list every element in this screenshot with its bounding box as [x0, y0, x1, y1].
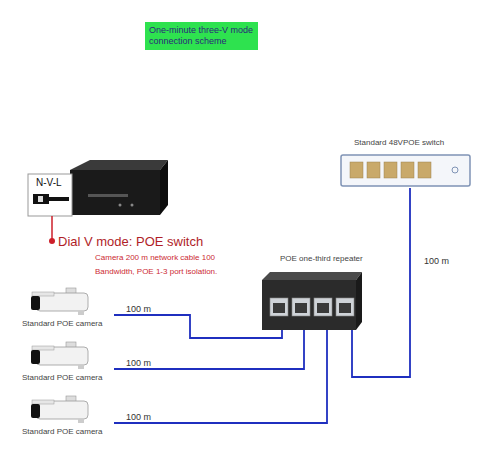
switch-port: [367, 162, 380, 178]
switch-node: Standard 48VPOE switch: [340, 136, 472, 188]
cable-length: 100 m: [126, 412, 151, 422]
switch-port: [384, 162, 397, 178]
cable-line: [114, 315, 282, 338]
camera-node: Standard POE camera: [22, 287, 114, 331]
dial-switch: [33, 194, 49, 204]
dial-knob: [38, 196, 43, 202]
switch-illustration: [340, 154, 472, 188]
cable-line: [114, 330, 327, 423]
camera-label: Standard POE camera: [22, 373, 102, 382]
camera-stem: [78, 419, 84, 423]
note-label: N-V-L: [36, 177, 62, 188]
switch-port: [418, 162, 431, 178]
repeater-front: [262, 280, 356, 330]
port-hole: [295, 303, 307, 313]
camera-stem: [78, 365, 84, 369]
port-hole: [339, 303, 351, 313]
device-label: Standard 48VPOE switch: [354, 138, 444, 147]
camera-hood: [32, 400, 54, 404]
port-hole: [317, 303, 329, 313]
camera-illustration: [28, 395, 98, 425]
device-led: [131, 204, 134, 207]
repeater-top: [262, 272, 362, 280]
repeater-side: [356, 272, 362, 330]
camera-node: Standard POE camera: [22, 395, 114, 439]
cable-length: 100 m: [424, 256, 449, 266]
ethernet-port: [270, 298, 288, 316]
device-side: [160, 160, 168, 215]
port-hole: [273, 303, 285, 313]
note-label: Camera 200 m network cable 100: [95, 253, 215, 262]
switch-port: [350, 162, 363, 178]
device-led: [119, 204, 122, 207]
inset-frame: [28, 174, 72, 216]
dial-lever: [49, 197, 69, 201]
cable-length: 100 m: [126, 358, 151, 368]
power-led: [452, 167, 458, 173]
camera-front: [31, 404, 40, 418]
camera-illustration: [28, 341, 98, 371]
leader-dot: [49, 238, 55, 244]
device-label: POE one-third repeater: [280, 254, 363, 263]
note-label: Dial V mode: POE switch: [58, 234, 203, 249]
camera-node: Standard POE camera: [22, 341, 114, 385]
camera-hood: [32, 292, 54, 296]
cable-length: 100 m: [126, 304, 151, 314]
ethernet-port: [292, 298, 310, 316]
cable-line: [114, 330, 304, 369]
camera-label: Standard POE camera: [22, 319, 102, 328]
camera-front: [31, 296, 40, 310]
camera-illustration: [28, 287, 98, 317]
camera-hood: [32, 346, 54, 350]
camera-stem: [78, 311, 84, 315]
note-label: Bandwidth, POE 1-3 port isolation.: [95, 267, 217, 276]
cable-line: [352, 188, 410, 377]
camera-front: [31, 350, 40, 364]
leader-line: [51, 216, 53, 240]
device-body: [70, 170, 160, 215]
switch-port: [401, 162, 414, 178]
device-top: [70, 160, 168, 170]
camera-label: Standard POE camera: [22, 427, 102, 436]
title-text: One-minute three-V mode connection schem…: [149, 25, 253, 46]
ethernet-port: [314, 298, 332, 316]
title-box: One-minute three-V mode connection schem…: [145, 22, 258, 50]
switch-body: [341, 155, 470, 186]
repeater-node: POE one-third repeater: [258, 250, 362, 330]
repeater-illustration: [258, 272, 362, 330]
ethernet-port: [336, 298, 354, 316]
device-panel: [88, 194, 128, 197]
